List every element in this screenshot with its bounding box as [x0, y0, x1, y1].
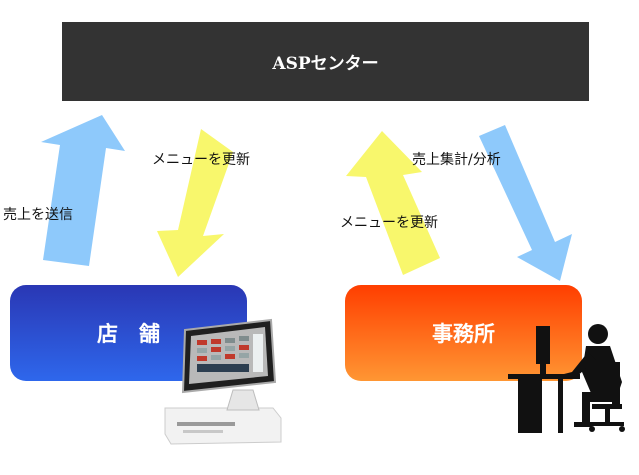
store-label: 店 舗 — [97, 322, 160, 346]
label-asp-to-office: 売上集計/分析 — [412, 152, 501, 168]
arrow-asp-to-office — [479, 125, 572, 281]
label-office-to-asp: メニューを更新 — [340, 215, 438, 231]
arrow-asp-to-store — [157, 129, 233, 277]
asp-center-box: ASPセンター — [62, 22, 589, 101]
label-asp-to-store: メニューを更新 — [152, 152, 250, 168]
arrow-office-to-asp — [346, 131, 440, 275]
arrow-store-to-asp — [41, 115, 125, 266]
office-worker-icon — [508, 324, 625, 433]
pos-terminal-icon — [164, 318, 282, 445]
office-label: 事務所 — [432, 322, 495, 346]
asp-center-label: ASPセンター — [272, 54, 379, 74]
label-store-to-asp: 売上を送信 — [3, 207, 73, 223]
